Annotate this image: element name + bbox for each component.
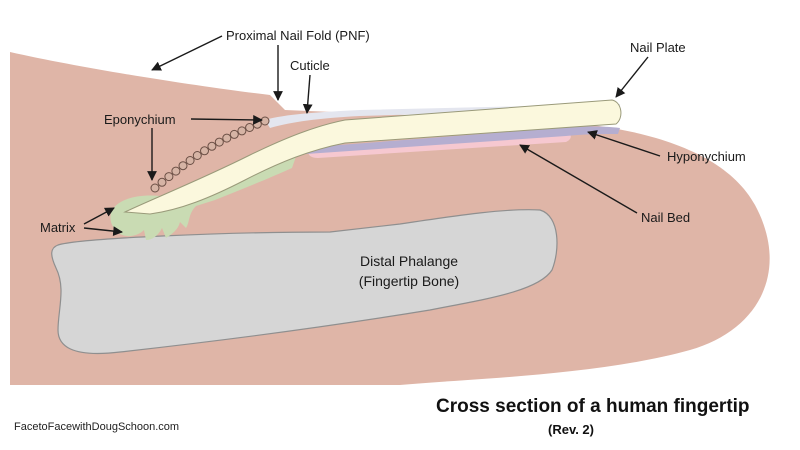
eponychium-cells [150,116,270,193]
eponychium-cell [222,133,232,143]
matrix-arrow-down [83,226,123,236]
hyponychium-arrow [587,130,661,157]
matrix-arrow-up [83,207,115,225]
nail-bed-label: Nail Bed [641,210,690,225]
eponychium-cell [252,119,262,129]
hyponychium-tissue [300,126,620,154]
bone-label-line1: Distal Phalange [360,253,458,269]
matrix-label: Matrix [40,220,76,235]
eponychium-arrow-right [190,114,263,125]
eponychium-cell [229,129,239,139]
eponychium-cell [171,166,181,176]
proximal-nail-fold-label: Proximal Nail Fold (PNF) [226,28,370,43]
eponychium-cell [207,141,217,151]
cuticle-arrow [302,74,313,114]
bone-label-line2: (Fingertip Bone) [359,273,459,289]
distal-phalange-bone [51,209,558,355]
eponychium-cell [150,183,160,193]
nail-plate-label: Nail Plate [630,40,686,55]
diagram-subtitle: (Rev. 2) [548,422,594,437]
nail-bed-arrow [519,144,638,214]
eponychium-cell [214,137,224,147]
hyponychium-label: Hyponychium [667,149,746,164]
eponychium-cell [245,123,255,132]
eponychium-cell [200,146,209,156]
eponychium-cell [178,161,188,171]
eponychium-cell [237,126,247,136]
diagram-title: Cross section of a human fingertip [436,396,750,417]
eponychium-cell [260,116,270,126]
eponychium-cell [157,177,167,187]
eponychium-cell [185,156,195,165]
eponychium-label: Eponychium [104,112,176,127]
credit-text: FacetoFacewithDougSchoon.com [14,421,180,433]
nail-plate-arrow [615,56,649,98]
eponychium-cell [164,172,174,182]
pnf-arrow-left [151,35,223,71]
cuticle-label: Cuticle [290,58,330,73]
eponychium-cell [192,151,202,160]
nail-plate-shape [123,99,622,215]
label-arrows [83,35,661,236]
